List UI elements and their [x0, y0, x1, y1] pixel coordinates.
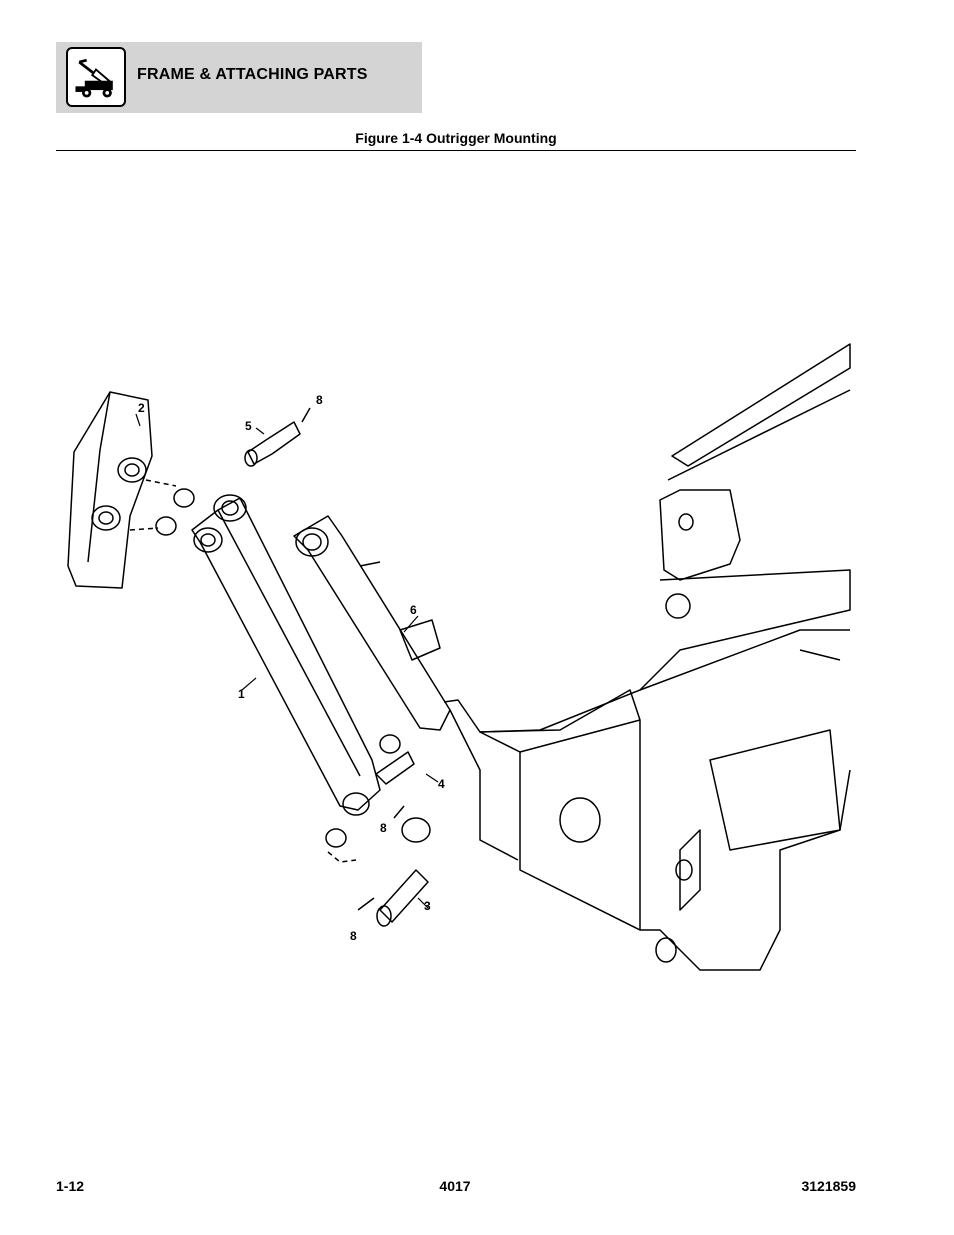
callout-leaders	[135, 413, 439, 909]
section-header: FRAME & ATTACHING PARTS	[56, 42, 422, 113]
chassis-frame	[443, 343, 851, 971]
outrigger-pad	[67, 391, 153, 589]
bolts	[301, 407, 405, 911]
callout-5: 5	[245, 419, 252, 433]
pin-lower	[375, 751, 431, 927]
callout-6: 6	[410, 603, 417, 617]
outrigger-mounting-diagram: 2 5 8 1 6 4 8 3 8	[40, 330, 860, 1000]
section-title: FRAME & ATTACHING PARTS	[137, 66, 368, 83]
callout-2: 2	[138, 401, 145, 415]
callout-8-middle: 8	[380, 821, 387, 835]
footer-part-number: 3121859	[801, 1178, 856, 1194]
callout-1: 1	[238, 687, 245, 701]
outrigger-arm	[191, 494, 381, 816]
pin-upper	[244, 421, 301, 467]
callout-8-top: 8	[316, 393, 323, 407]
header-rule	[56, 150, 856, 151]
footer-page-number: 1-12	[56, 1178, 85, 1194]
bushings	[129, 479, 401, 863]
telehandler-icon	[66, 47, 126, 107]
footer-model: 4017	[439, 1178, 471, 1194]
callout-8-bottom: 8	[350, 929, 357, 943]
hydraulic-cylinder	[293, 515, 451, 731]
figure-title: Figure 1-4 Outrigger Mounting	[355, 130, 557, 146]
callout-4: 4	[438, 777, 445, 791]
callout-3: 3	[424, 899, 431, 913]
